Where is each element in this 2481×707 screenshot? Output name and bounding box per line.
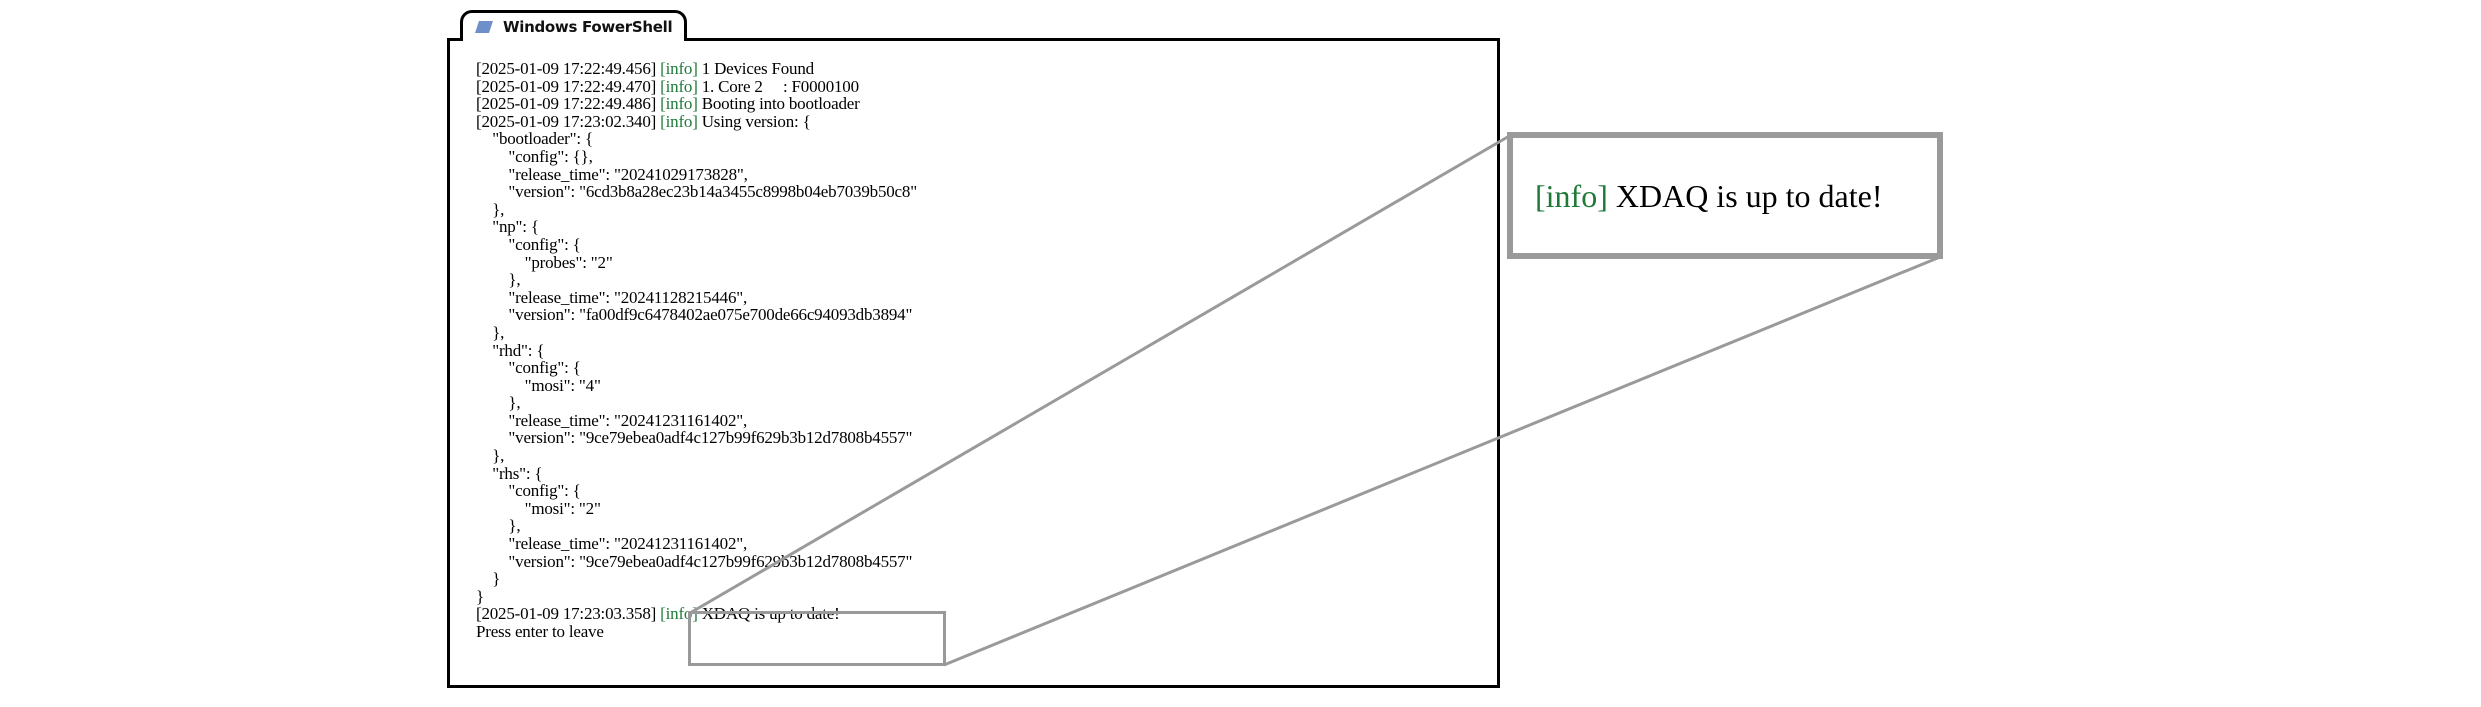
log-message: 1. Core 2 : F0000100: [697, 76, 859, 96]
console-line: "config": {: [476, 236, 917, 254]
console-line: "rhd": {: [476, 340, 917, 360]
window-tab[interactable]: Windows FowerShell: [460, 10, 687, 41]
zoom-callout: [info] XDAQ is up to date!: [1507, 132, 1943, 259]
log-message: },: [476, 270, 521, 290]
log-timestamp: [2025-01-09 17:22:49.486]: [476, 94, 661, 114]
log-message: "release_time": "20241231161402",: [476, 534, 748, 554]
console-line: },: [476, 199, 917, 219]
log-message: "mosi": "2": [476, 498, 601, 518]
log-message: "rhd": {: [476, 340, 545, 360]
log-message: }: [476, 586, 484, 606]
console-line: },: [476, 517, 917, 535]
log-message: "version": "6cd3b8a28ec23b14a3455c8998b0…: [476, 182, 917, 202]
log-message: "version": "9ce79ebea0adf4c127b99f629b3b…: [476, 551, 913, 571]
console-line: "config": {: [476, 359, 917, 377]
console-line: },: [476, 394, 917, 412]
log-message: "np": {: [476, 217, 539, 237]
console-line: Press enter to leave: [476, 623, 917, 641]
console-line: "mosi": "4": [476, 375, 917, 395]
log-message: "version": "9ce79ebea0adf4c127b99f629b3b…: [476, 428, 913, 448]
log-message: "config": {: [476, 358, 581, 378]
console-line: },: [476, 324, 917, 342]
console-line: [2025-01-09 17:22:49.470] [info] 1. Core…: [476, 76, 917, 96]
log-message: "config": {: [476, 481, 581, 501]
console-line: "version": "6cd3b8a28ec23b14a3455c8998b0…: [476, 183, 917, 201]
console-line: "np": {: [476, 218, 917, 236]
info-tag: [info]: [660, 59, 698, 78]
console-line: }: [476, 570, 917, 588]
log-message: Using version: {: [697, 111, 811, 131]
console-line: "version": "9ce79ebea0adf4c127b99f629b3b…: [476, 551, 917, 571]
info-tag: [info]: [1535, 178, 1608, 214]
log-message: "release_time": "20241029173828",: [476, 164, 748, 184]
log-message: "probes": "2": [476, 252, 613, 272]
console-line: "mosi": "2": [476, 500, 917, 518]
console-line: [2025-01-09 17:22:49.486] [info] Booting…: [476, 95, 917, 113]
console-line: },: [476, 447, 917, 465]
log-message: "config": {},: [476, 146, 593, 166]
console-line: "release_time": "20241231161402",: [476, 412, 917, 430]
log-timestamp: [2025-01-09 17:23:02.340]: [476, 111, 661, 131]
log-message: },: [476, 516, 521, 536]
console-line: "version": "fa00df9c6478402ae075e700de66…: [476, 306, 917, 324]
callout-text: XDAQ is up to date!: [1607, 178, 1883, 214]
console-line: "probes": "2": [476, 252, 917, 272]
log-message: "release_time": "20241231161402",: [476, 410, 748, 430]
console-output[interactable]: [2025-01-09 17:22:49.456] [info] 1 Devic…: [476, 60, 917, 641]
log-timestamp: [2025-01-09 17:22:49.470]: [476, 76, 661, 96]
console-line: [2025-01-09 17:22:49.456] [info] 1 Devic…: [476, 60, 917, 78]
log-message: },: [476, 199, 505, 219]
console-line: "bootloader": {: [476, 130, 917, 148]
console-line: "release_time": "20241231161402",: [476, 535, 917, 553]
log-message: "config": {: [476, 234, 581, 254]
log-message: 1 Devices Found: [697, 59, 814, 78]
console-line: },: [476, 271, 917, 289]
console-line: "release_time": "20241029173828",: [476, 164, 917, 184]
log-message: },: [476, 322, 505, 342]
console-line: "config": {},: [476, 148, 917, 166]
log-message: "version": "fa00df9c6478402ae075e700de66…: [476, 305, 913, 325]
console-line: "version": "9ce79ebea0adf4c127b99f629b3b…: [476, 429, 917, 447]
log-message: Booting into bootloader: [697, 94, 860, 114]
info-tag: [info]: [660, 76, 698, 96]
log-message: "release_time": "20241128215446",: [476, 287, 748, 307]
info-tag: [info]: [660, 94, 698, 114]
console-line: [2025-01-09 17:23:02.340] [info] Using v…: [476, 111, 917, 131]
log-message: },: [476, 393, 521, 413]
log-message: }: [476, 569, 501, 589]
callout-message: [info] XDAQ is up to date!: [1535, 178, 1882, 215]
powershell-icon: [475, 21, 493, 33]
console-line: "rhs": {: [476, 463, 917, 483]
log-message: Press enter to leave: [476, 622, 604, 641]
highlight-box: [688, 611, 946, 666]
console-line: "config": {: [476, 482, 917, 500]
window-title: Windows FowerShell: [503, 18, 673, 36]
log-timestamp: [2025-01-09 17:23:03.358]: [476, 604, 661, 624]
log-message: "rhs": {: [476, 463, 543, 483]
log-message: "mosi": "4": [476, 375, 601, 395]
log-message: },: [476, 446, 505, 466]
console-line: }: [476, 588, 917, 606]
log-timestamp: [2025-01-09 17:22:49.456]: [476, 59, 661, 78]
console-line: "release_time": "20241128215446",: [476, 287, 917, 307]
log-message: "bootloader": {: [476, 129, 593, 149]
info-tag: [info]: [660, 111, 698, 131]
